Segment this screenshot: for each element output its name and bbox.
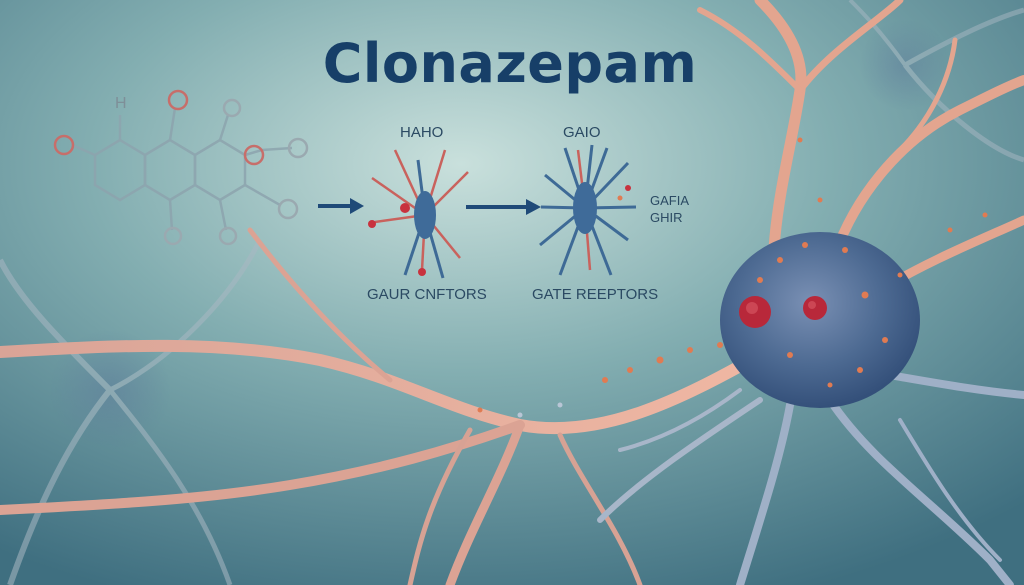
molecule-atoms — [53, 89, 309, 246]
receptor-neuron-left — [368, 149, 469, 279]
dendrite-dots — [477, 137, 988, 418]
right-top-label: GAIO — [563, 124, 601, 141]
side-label-line1: GAFIA — [650, 193, 690, 208]
left-receptor-label: GAUR CNFTORS — [367, 286, 487, 303]
receptor-neuron-right — [539, 144, 637, 276]
side-label-line2: GHIR — [650, 210, 683, 225]
background-neuron-left — [0, 238, 263, 585]
right-receptor-label: GATE REEPTORS — [532, 286, 659, 303]
molecule-structure — [71, 107, 293, 231]
molecule-atom-label: H — [115, 95, 127, 112]
arrow-right-icon — [318, 198, 364, 214]
left-top-label: HAHO — [400, 124, 444, 141]
arrow-right-icon — [466, 199, 541, 215]
page-title: Clonazepam — [322, 32, 698, 95]
main-neuron-body — [720, 232, 920, 408]
